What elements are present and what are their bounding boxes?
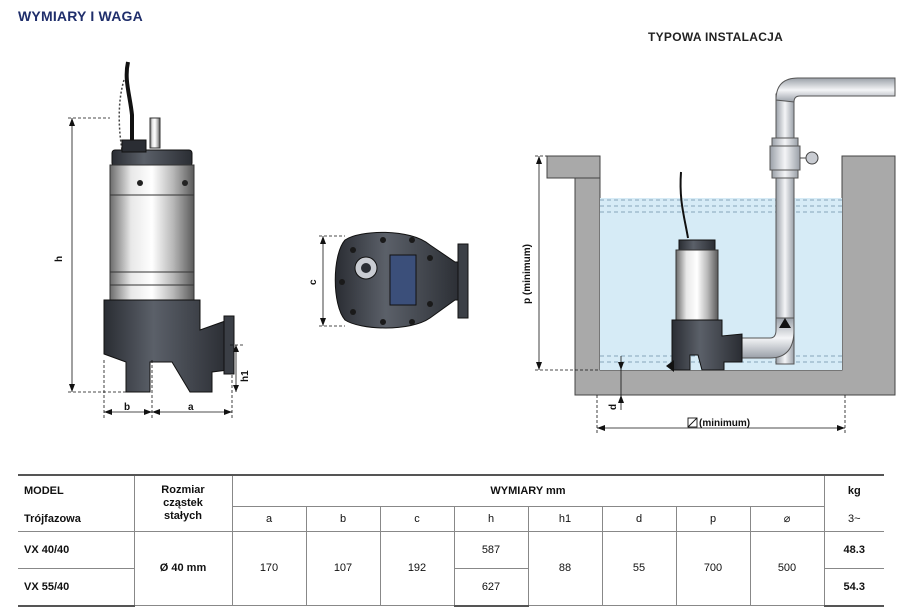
col-c: c — [379, 506, 454, 532]
model-header: MODEL — [18, 474, 134, 507]
value-kg: 48.3 — [823, 531, 884, 569]
dim-width-label: (minimum) — [699, 418, 750, 429]
dim-b-label: b — [124, 402, 130, 413]
value-h1: 88 — [527, 531, 602, 606]
col-b: b — [305, 506, 380, 532]
weight-subheader: 3~ — [823, 506, 884, 532]
installation-diagram: p (minimum) d (minimum) — [522, 77, 896, 434]
dimensions-table: MODEL Rozmiar cząstek stałych WYMIARY mm… — [18, 474, 884, 607]
value-c: 192 — [379, 531, 454, 606]
value-kg: 54.3 — [823, 568, 884, 607]
value-d: 55 — [601, 531, 676, 606]
installation-title: TYPOWA INSTALACJA — [648, 30, 784, 44]
value-h: 627 — [453, 568, 528, 607]
dim-p-label: p (minimum) — [522, 244, 533, 304]
col-d: d — [601, 506, 676, 532]
col-h1: h1 — [527, 506, 602, 532]
dim-h-label: h — [54, 256, 65, 262]
dim-d-label: d — [608, 404, 619, 410]
drawings: h h1 b a c — [54, 61, 896, 434]
weight-header: kg — [823, 474, 884, 507]
col-a: a — [231, 506, 306, 532]
phase-subheader: Trójfazowa — [18, 506, 134, 532]
value-p: 700 — [675, 531, 750, 606]
value-h: 587 — [453, 531, 528, 569]
model-name: VX 40/40 — [18, 531, 134, 569]
dim-h1-label: h1 — [240, 370, 251, 382]
dim-a-label: a — [188, 402, 194, 413]
col-h: h — [453, 506, 528, 532]
col-width: ⌀ — [749, 506, 824, 532]
square-diameter-icon — [687, 417, 698, 428]
pump-top-view: c — [308, 231, 469, 329]
value-b: 107 — [305, 531, 380, 606]
model-name: VX 55/40 — [18, 568, 134, 607]
pump-side-view: h h1 b a — [54, 61, 251, 418]
value-width: 500 — [749, 531, 824, 606]
col-p: p — [675, 506, 750, 532]
particle-size: Ø 40 mm — [133, 531, 232, 606]
particle-header: Rozmiar cząstek stałych — [133, 474, 232, 532]
page-title: WYMIARY I WAGA — [18, 8, 143, 24]
value-a: 170 — [231, 531, 306, 606]
dimensions-header: WYMIARY mm — [231, 474, 824, 507]
dim-c-label: c — [308, 279, 319, 285]
